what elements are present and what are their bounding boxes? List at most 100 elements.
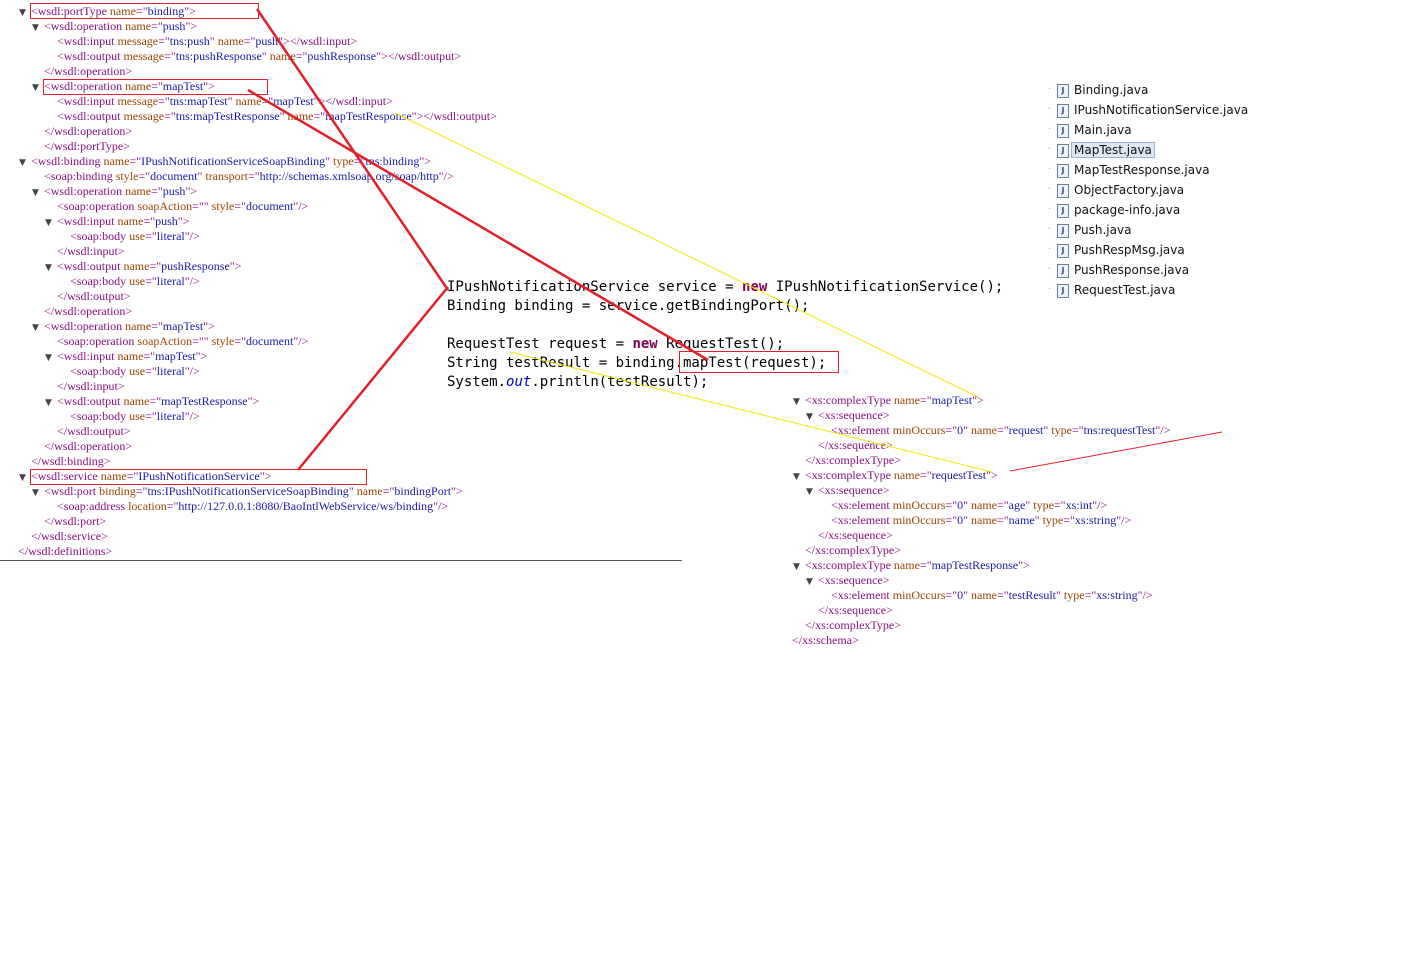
xml-token: "> (195, 349, 208, 363)
xml-token: <wsdl:output (57, 49, 124, 63)
xml-token: "/> (184, 229, 200, 243)
triangle-down-icon[interactable]: ▼ (793, 472, 800, 482)
xml-token: <xs:sequence> (818, 483, 890, 497)
file-name: Binding.java (1074, 83, 1149, 97)
code-token: RequestTest(); (657, 336, 785, 352)
wsdl-line: <soap:operation soapAction="" style="doc… (57, 334, 308, 349)
xml-token: push (162, 184, 186, 198)
file-name: package-info.java (1074, 203, 1181, 217)
xml-token: "> (184, 4, 196, 18)
triangle-down-icon[interactable]: ▼ (793, 562, 800, 572)
xml-token: <xs:sequence> (818, 408, 890, 422)
xml-token: name (123, 259, 150, 273)
xml-token: </xs:sequence> (818, 528, 893, 542)
file-name: PushRespMsg.java (1074, 243, 1185, 257)
xml-token: =" (166, 499, 179, 513)
xml-token: <wsdl:operation (44, 319, 126, 333)
triangle-down-icon[interactable]: ▼ (806, 577, 813, 587)
xml-token: tns:push (169, 34, 210, 48)
xml-token: "/> (438, 169, 454, 183)
wsdl-line: <wsdl:output message="tns:pushResponse" … (57, 49, 461, 64)
triangle-down-icon[interactable]: ▼ (45, 263, 52, 273)
tree-guide: · (1048, 84, 1052, 95)
xml-token: =" (353, 154, 366, 168)
triangle-down-icon[interactable]: ▼ (32, 83, 39, 93)
xml-token: bindingPort (394, 484, 452, 498)
xml-token: =" (919, 393, 932, 407)
xml-token: =" (158, 94, 170, 108)
triangle-down-icon[interactable]: ▼ (793, 397, 800, 407)
xml-token: =" (145, 409, 157, 423)
xsd-line: <xs:element minOccurs="0" name="request"… (831, 423, 1170, 438)
xml-token: tns:requestTest (1083, 423, 1156, 437)
java-code-snippet: IPushNotificationService service = new I… (447, 278, 1003, 392)
triangle-down-icon[interactable]: ▼ (32, 188, 39, 198)
xml-token: <wsdl:input (57, 34, 118, 48)
xml-token: " (325, 154, 334, 168)
xsd-line: </xs:complexType> (805, 618, 901, 633)
xml-token: minOccurs (892, 423, 946, 437)
wsdl-line: ▼<wsdl:operation name="push"> (32, 19, 197, 34)
xml-token: =" (234, 199, 246, 213)
xml-token: name (217, 34, 244, 48)
triangle-down-icon[interactable]: ▼ (45, 353, 52, 363)
code-token: RequestTest request = (447, 336, 633, 352)
xml-token: </xs:schema> (792, 633, 859, 647)
code-token: new (742, 279, 768, 295)
triangle-down-icon[interactable]: ▼ (19, 158, 26, 168)
triangle-down-icon[interactable]: ▼ (19, 473, 26, 483)
xsd-line: ▼ <xs:sequence> (806, 408, 890, 423)
xml-token: name (235, 94, 262, 108)
file-name: RequestTest.java (1074, 283, 1176, 297)
triangle-down-icon[interactable]: ▼ (32, 488, 39, 498)
xml-token: name (971, 423, 997, 437)
triangle-down-icon[interactable]: ▼ (32, 323, 39, 333)
xml-token: =" (1071, 423, 1084, 437)
xml-token: =" (145, 364, 157, 378)
triangle-down-icon[interactable]: ▼ (45, 398, 52, 408)
xml-token: name (103, 154, 130, 168)
triangle-down-icon[interactable]: ▼ (806, 412, 813, 422)
xml-token: =" (151, 79, 163, 93)
xsd-line: </xs:schema> (792, 633, 859, 648)
xml-token: minOccurs (892, 498, 946, 512)
xml-token: </wsdl:binding> (31, 454, 111, 468)
wsdl-line: <wsdl:output message="tns:mapTestRespons… (57, 109, 497, 124)
xml-token: =" (143, 349, 156, 363)
code-token: IPushNotificationService service = (447, 279, 743, 295)
wsdl-line: </wsdl:operation> (44, 124, 132, 139)
tree-guide: · (1048, 184, 1052, 195)
xml-token: =" (243, 34, 256, 48)
xml-token: </wsdl:input> (57, 244, 125, 258)
triangle-down-icon[interactable]: ▼ (19, 8, 26, 18)
xml-token: =" (149, 394, 162, 408)
code-line: IPushNotificationService service = new I… (447, 278, 1003, 297)
xml-token: =" (1084, 588, 1097, 602)
xml-token: "/> (1155, 423, 1171, 437)
xml-token: =" (135, 4, 148, 18)
xml-token: <wsdl:port (44, 484, 100, 498)
xml-token: name (117, 349, 144, 363)
xml-token: name (893, 558, 920, 572)
xml-token: =" (261, 94, 274, 108)
triangle-down-icon[interactable]: ▼ (32, 23, 39, 33)
xml-token: "> (972, 393, 984, 407)
triangle-down-icon[interactable]: ▼ (806, 487, 813, 497)
java-file-icon: J (1057, 224, 1069, 238)
xml-token: xs:string (1096, 588, 1138, 602)
xml-token: =" (945, 423, 958, 437)
triangle-down-icon[interactable]: ▼ (45, 218, 52, 228)
xml-token: IPushNotificationServiceSoapBinding (141, 154, 326, 168)
xml-token: push (155, 214, 178, 228)
